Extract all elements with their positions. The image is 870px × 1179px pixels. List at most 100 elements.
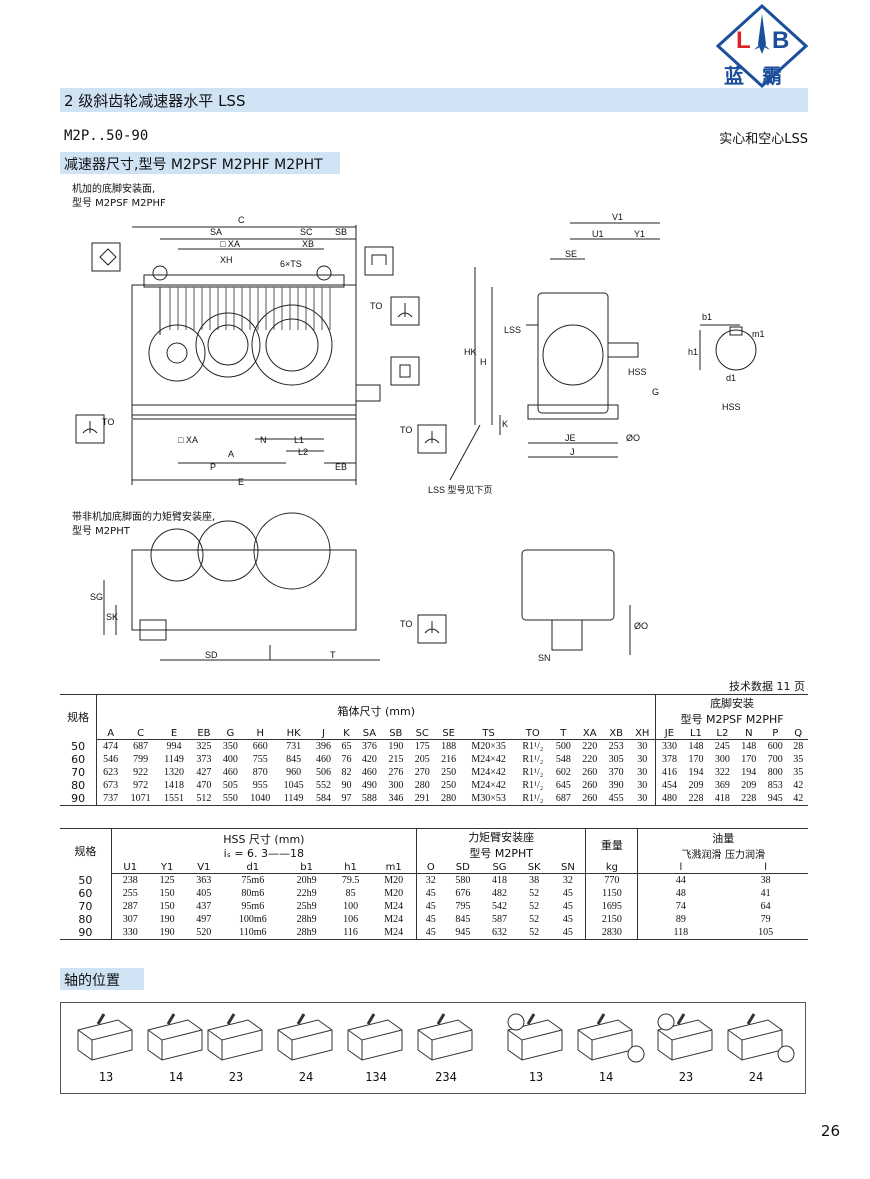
t1-cell: 546	[103, 753, 119, 765]
t1-cell: 470	[196, 779, 212, 791]
t2-cell: 28h9	[296, 926, 317, 938]
t2-cell: 48	[675, 887, 686, 899]
t1-cell: 190	[388, 740, 404, 752]
t1-cell: 215	[388, 753, 404, 765]
t1-col-hk: HK	[276, 727, 311, 740]
t1-size: 70	[60, 765, 98, 779]
t1-cell: 30	[629, 752, 657, 766]
t2-cell: 795	[455, 900, 471, 912]
t2-cell: 45	[425, 887, 436, 899]
gearbox-drawing: C SA SC SB □ XA XB XH 6×TS TO TO TO □ XA…	[75, 212, 765, 663]
dim-XA-bottom: □ XA	[178, 435, 198, 445]
t2-cell: 676	[455, 887, 471, 899]
dim-TO: TO	[370, 301, 382, 311]
t1-cell: 30	[629, 791, 657, 805]
t2-cell: 190	[159, 913, 175, 925]
shaft-band	[60, 968, 144, 990]
t1-cell: 260	[582, 766, 598, 778]
t2-cell: 45	[425, 913, 436, 925]
t1-col-to: TO	[515, 727, 551, 740]
t1-col-se: SE	[435, 727, 462, 740]
dim-d1: d1	[726, 373, 736, 383]
t2-unit-1: l	[637, 861, 724, 874]
t1-cell: 76	[341, 753, 352, 765]
t1-cell: 945	[767, 792, 783, 804]
housing-side-pht	[521, 549, 615, 621]
dim-LSS: LSS	[504, 325, 521, 335]
t1-cell: 228	[688, 792, 704, 804]
t1-cell: 322	[714, 766, 730, 778]
t1-col-sc: SC	[409, 727, 436, 740]
t1-cell: 600	[767, 740, 783, 752]
t1-cell: 346	[388, 792, 404, 804]
shaft-position-label: 13	[98, 1070, 114, 1084]
t1-cell: 505	[222, 779, 238, 791]
section-title: 减速器尺寸,型号 M2PSF M2PHF M2PHT	[64, 157, 323, 173]
t1-cell: 194	[688, 766, 704, 778]
t1-cell: M20×35	[471, 740, 506, 752]
shaft-position-8	[657, 1013, 713, 1061]
t2-cell: 45	[425, 900, 436, 912]
t1-group-foot: 底脚安装型号 M2PSF M2PHF	[680, 697, 784, 726]
dim-XA: □ XA	[220, 239, 240, 249]
t2-cell: 79	[760, 913, 771, 925]
t1-cell: 280	[414, 779, 430, 791]
t1-col-l2: L2	[709, 727, 736, 740]
t1-cell: 373	[196, 753, 212, 765]
t2-cell: 150	[159, 887, 175, 899]
t1-cell: M24×42	[471, 779, 506, 791]
dim-SG: SG	[90, 592, 103, 602]
t2-cell: 89	[675, 913, 686, 925]
t1-cell: M24×42	[471, 753, 506, 765]
t1-col-p: P	[762, 727, 789, 740]
t2-cell: 2830	[585, 925, 639, 939]
dim-N: N	[260, 435, 267, 445]
t1-cell: 369	[714, 779, 730, 791]
dim-HK: HK	[464, 347, 477, 357]
t1-cell: 1320	[164, 766, 185, 778]
t1-cell: 474	[103, 740, 119, 752]
dim-U1: U1	[592, 229, 604, 239]
t2-cell: 41	[760, 887, 771, 899]
t1-cell: 460	[316, 753, 331, 765]
t2-cell: 125	[159, 874, 175, 886]
t2-cell: 587	[492, 913, 507, 925]
shaft-position-5	[417, 1013, 473, 1061]
t2-oil: 油量飞溅润滑 压力润滑	[681, 831, 765, 861]
t2-cell: 100	[343, 900, 359, 912]
t1-cell: 845	[286, 753, 302, 765]
t1-cell: 350	[222, 740, 238, 752]
oil-fill-icon	[390, 296, 420, 326]
t1-cell: 330	[661, 740, 677, 752]
shaft-position-label: 23	[678, 1070, 694, 1084]
t1-cell: 30	[629, 778, 657, 792]
t2-cell: 80m6	[241, 887, 265, 899]
t2-cell: 190	[159, 926, 175, 938]
t2-cell: 150	[159, 900, 175, 912]
note-foot-line1: 机加的底脚安装面,	[72, 184, 156, 195]
shaft-position-label: 24	[298, 1070, 314, 1084]
t1-cell: 602	[555, 766, 571, 778]
shaft-position-3	[277, 1013, 333, 1061]
t1-cell: 376	[361, 740, 377, 752]
t1-cell: 65	[341, 740, 352, 752]
t1-size: 90	[60, 791, 98, 805]
dim-SD: SD	[205, 650, 218, 660]
t1-cell: 1045	[283, 779, 304, 791]
t1-cell: 460	[222, 766, 238, 778]
t1-col-t: T	[550, 727, 577, 740]
dim-O-pht: ØO	[634, 621, 648, 631]
t2-col-sg: SG	[481, 861, 518, 874]
shaft-position-label: 24	[748, 1070, 764, 1084]
t2-col-y1: Y1	[148, 861, 186, 874]
dim-HSS-end: HSS	[722, 402, 741, 412]
t1-cell: 35	[793, 766, 804, 778]
t2-cell: 45	[550, 912, 587, 926]
dim-JE: JE	[565, 433, 576, 443]
